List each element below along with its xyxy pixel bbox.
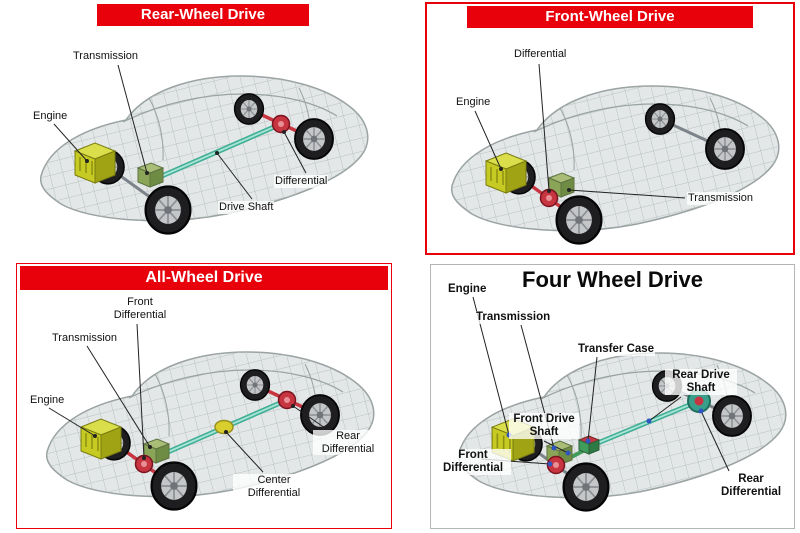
leader-dots (93, 404, 295, 460)
wheel-rear-right (644, 103, 676, 135)
label-engine: Engine (447, 283, 488, 297)
label-engine: Engine (32, 110, 69, 123)
engine-block (485, 152, 527, 194)
wheel-rear-left (712, 395, 752, 437)
transfer-case-unit (578, 435, 600, 455)
panel-title-banner: Front-Wheel Drive (467, 6, 753, 28)
wheel-rear-right (233, 93, 265, 125)
center-differential-unit (214, 419, 234, 435)
label-front-drive-shaft: Front Drive Shaft (509, 413, 579, 440)
wheel-front-left (562, 462, 610, 512)
leader-dots (499, 167, 571, 193)
label-center-differential: Center Differential (233, 474, 315, 500)
leader-lines (474, 63, 686, 199)
awd-car-illustration (45, 323, 375, 511)
label-front-differential: Front Differential (435, 449, 511, 476)
engine-block (80, 418, 122, 460)
leader-lines (53, 64, 307, 200)
transmission-unit (137, 162, 164, 188)
wheel-front-left (150, 461, 198, 511)
panel-title: All-Wheel Drive (145, 269, 263, 286)
panel-rear-wheel-drive: Rear-Wheel Drive Transmission Engine Dif… (8, 2, 398, 260)
rwd-car-illustration (39, 64, 369, 235)
label-drive-shaft: Drive Shaft (218, 201, 275, 214)
panel-title-banner: All-Wheel Drive (20, 266, 388, 290)
wheel-rear-right (239, 369, 271, 401)
wheel-front-left (144, 185, 192, 235)
panel-title: Front-Wheel Drive (545, 8, 675, 25)
engine-block (74, 142, 116, 184)
wheel-rear-left (705, 128, 745, 170)
label-transmission: Transmission (475, 311, 552, 325)
leader-dots (85, 130, 286, 175)
label-transmission: Transmission (687, 192, 754, 205)
wheel-rear-left (294, 118, 334, 160)
panel-four-wheel-drive: Four Wheel Drive Engine Transmission Tra… (430, 264, 795, 529)
label-differential: Differential (513, 48, 568, 61)
wheel-front-left (555, 195, 603, 245)
fwd-car-illustration (450, 63, 780, 245)
panel-all-wheel-drive: All-Wheel Drive Front Differential Trans… (16, 263, 392, 529)
label-engine: Engine (455, 96, 492, 109)
label-transmission: Transmission (51, 332, 118, 345)
panel-front-wheel-drive: Front-Wheel Drive Differential Engine Tr… (425, 2, 795, 255)
label-differential: Differential (274, 175, 329, 188)
label-engine: Engine (29, 394, 66, 407)
label-transmission: Transmission (72, 50, 139, 63)
label-rear-differential: Rear Differential (713, 473, 789, 500)
label-rear-differential: Rear Differential (313, 430, 383, 456)
label-front-differential: Front Differential (101, 296, 179, 322)
label-transfer-case: Transfer Case (577, 343, 656, 357)
leader-lines (48, 323, 326, 473)
panel-title: Four Wheel Drive (522, 267, 703, 292)
label-rear-drive-shaft: Rear Drive Shaft (665, 369, 737, 396)
rear-differential-unit (271, 114, 291, 134)
panel-title: Rear-Wheel Drive (140, 6, 266, 23)
panel-title-banner: Rear-Wheel Drive (97, 4, 309, 26)
